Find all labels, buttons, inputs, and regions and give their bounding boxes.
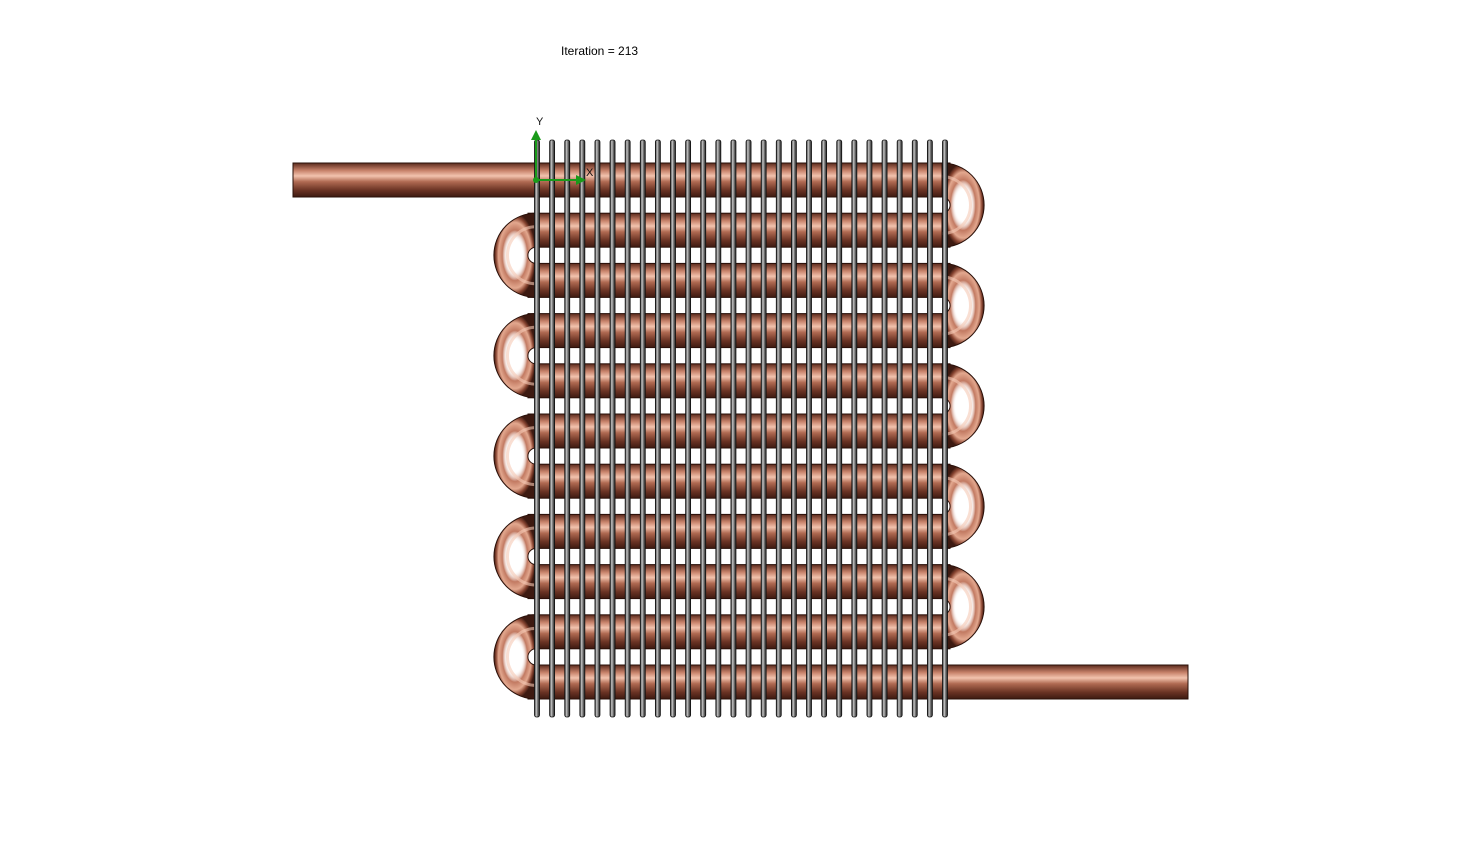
u-bend-highlight (941, 476, 972, 537)
triad-y-label: Y (536, 116, 544, 128)
u-bend-highlight (506, 225, 537, 286)
u-bend (941, 463, 985, 549)
fin (715, 139, 722, 718)
u-bend (941, 162, 985, 248)
triad-origin (533, 177, 539, 183)
fin (685, 139, 692, 718)
u-bend-highlight (506, 426, 537, 487)
iteration-counter: Iteration = 213 (561, 44, 639, 58)
u-bend-highlight (941, 175, 972, 236)
u-bend (941, 564, 985, 650)
fin (609, 139, 616, 718)
fin (942, 139, 948, 718)
fin (745, 139, 752, 718)
fin (534, 139, 540, 718)
tube-passes (292, 162, 1189, 700)
fin (564, 139, 571, 718)
fin (594, 139, 601, 718)
u-bend (493, 212, 537, 298)
u-bend-highlight (506, 526, 537, 587)
u-bend-highlight (941, 375, 972, 436)
u-bend-highlight (941, 576, 972, 637)
fin (866, 139, 873, 718)
fin (911, 139, 918, 718)
u-bend (493, 313, 537, 399)
u-bend (493, 614, 537, 700)
coordinate-triad (531, 130, 586, 185)
fin (851, 139, 858, 718)
fin (670, 139, 676, 718)
fin (926, 139, 933, 718)
u-bend-highlight (506, 325, 537, 386)
u-bend (493, 513, 537, 600)
fin (896, 139, 903, 718)
fin (836, 139, 843, 718)
triad-x-label: X (586, 167, 594, 179)
fin (579, 139, 586, 718)
fin (700, 139, 707, 718)
fin (639, 139, 646, 718)
fin (549, 139, 556, 718)
fin-array (534, 139, 948, 718)
fin (881, 139, 888, 718)
u-bend-highlight (506, 626, 537, 687)
triad-y-arrow (531, 130, 541, 140)
u-bend (493, 413, 537, 499)
fin (775, 139, 782, 718)
fin (821, 139, 828, 718)
u-bend (941, 363, 985, 449)
fin (790, 139, 797, 718)
u-bends (493, 162, 985, 700)
fin (730, 139, 737, 718)
u-bend (941, 262, 985, 349)
fin (624, 139, 631, 718)
tube-pass (527, 664, 1189, 700)
fin (654, 139, 661, 718)
fin (760, 139, 767, 718)
fin (806, 139, 812, 718)
u-bend-highlight (941, 275, 972, 336)
triad-x-arrow (576, 175, 586, 185)
